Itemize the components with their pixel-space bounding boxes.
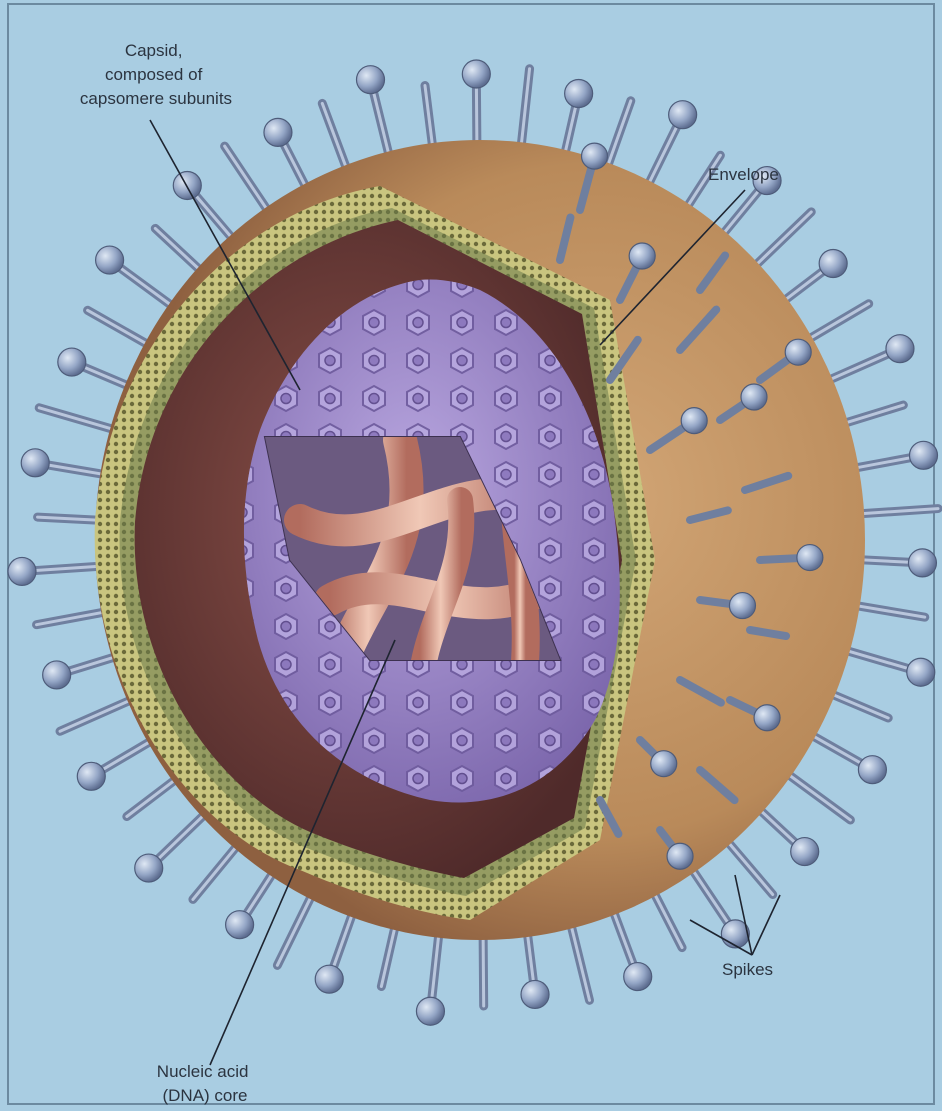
spike-icon <box>483 936 484 1006</box>
nucleic-acid-label-line-1: Nucleic acid <box>157 1062 249 1081</box>
capsid-label-line-1: Capsid, <box>125 41 183 60</box>
spike-icon <box>38 517 100 520</box>
spike-icon <box>860 509 938 514</box>
capsid-label-line-2: composed of <box>105 65 203 84</box>
nucleic-acid-label-line-2: (DNA) core <box>162 1086 247 1105</box>
capsid-label-line-3: capsomere subunits <box>80 89 232 108</box>
envelope-label: Envelope <box>708 165 779 184</box>
spikes-label: Spikes <box>722 960 773 979</box>
